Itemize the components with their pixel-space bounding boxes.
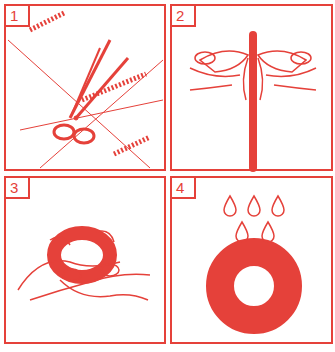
callout-number: 3 xyxy=(6,178,30,199)
step-panel: 1 xyxy=(4,4,166,171)
callout-number: 1 xyxy=(6,6,30,27)
callout-number: 2 xyxy=(172,6,196,27)
step-panel: 3 xyxy=(4,176,166,344)
step-panel: 4 xyxy=(170,176,333,344)
step-panel: 2 xyxy=(170,4,333,171)
callout-number: 4 xyxy=(172,178,196,199)
